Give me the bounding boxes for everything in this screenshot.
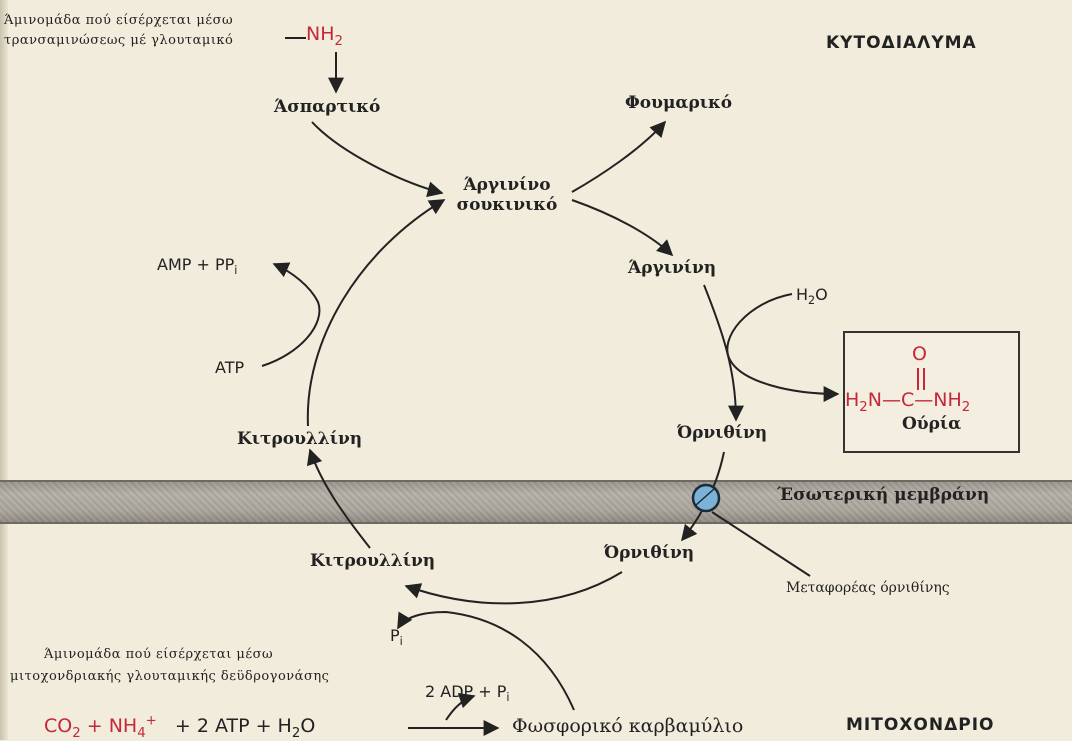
urea-name: Ούρία xyxy=(902,414,962,434)
amino-group-mito-line1: Άμινομάδα πού είσέρχεται μέσω xyxy=(44,647,274,662)
atp-to-amp-arrow xyxy=(261,262,321,367)
urea-box xyxy=(843,331,1020,453)
citrulline-export-arrow xyxy=(306,448,371,549)
arginine-to-ornithine-arrow xyxy=(703,284,744,422)
atp-water-label: + 2 ATP + H2O xyxy=(174,715,316,741)
argininosuccinate-to-fumarate-arrow xyxy=(571,120,667,193)
pi-label: Pi xyxy=(390,626,403,649)
urea-formula: H2N—C—NH2 xyxy=(845,389,971,415)
argininosuccinate-label: Άργινίνο σουκινικό xyxy=(446,175,568,215)
argininosuccinate-line2: σουκινικό xyxy=(456,194,558,215)
nh4-label: + NH4+ xyxy=(80,714,157,741)
ornithine-transporter-icon xyxy=(691,483,721,513)
amino-group-mito-line2: μιτοχονδριακής γλουταμικής δεϋδρογονάσης xyxy=(10,669,330,684)
ornithine-mito-label: Όρνιθίνη xyxy=(604,543,695,563)
cytosol-label: ΚΥΤΟΔΙΑΛΥΜΑ xyxy=(826,33,977,53)
citrulline-mito-label: Κιτρουλλίνη xyxy=(310,551,436,571)
inner-membrane-band xyxy=(0,480,1072,524)
urea-oxygen: O xyxy=(912,343,927,365)
transporter-pointer xyxy=(711,511,811,577)
page-edge-shadow xyxy=(0,0,8,740)
arginine-label: Άργινίνη xyxy=(628,258,717,278)
aspartate-to-argininosuccinate-arrow xyxy=(311,121,444,198)
water-to-urea-arrow xyxy=(726,293,840,402)
amino-group-cytosol-line1: Άμινομάδα πού είσέρχεται μέσω xyxy=(4,13,234,28)
argininosuccinate-line1: Άργινίνο xyxy=(463,175,551,195)
aspartate-label: Άσπαρτικό xyxy=(274,97,381,117)
ornithine-to-citrulline-mito-arrow xyxy=(404,571,623,605)
amino-group-nh2: NH2 xyxy=(306,23,343,49)
citrulline-to-argininosuccinate-arrow xyxy=(306,199,446,427)
substrates-equation: CO2 + NH4+ + 2 ATP + H2O xyxy=(44,714,315,741)
inner-membrane-label: Έσωτερική μεμβράνη xyxy=(777,485,990,505)
amino-group-cytosol-line2: τρανσαμινώσεως μέ γλουταμικό xyxy=(4,33,234,48)
carbamoyl-phosphate-label: Φωσφορικό καρβαμύλιο xyxy=(512,715,744,737)
carbamoyl-to-pi-arrow xyxy=(397,610,575,711)
water-label: H2O xyxy=(796,285,828,308)
mitochondrion-label: ΜΙΤΟΧΟΝΔΡΙΟ xyxy=(846,715,995,735)
adp-pi-label: 2 ADP + Pi xyxy=(425,682,510,705)
atp-label: ATP xyxy=(215,358,245,377)
transporter-hatch xyxy=(695,488,715,506)
ornithine-cytosol-label: Όρνιθίνη xyxy=(677,423,768,443)
co2-label: CO2 xyxy=(44,715,81,741)
fumarate-label: Φουμαρικό xyxy=(625,93,733,113)
transporter-label: Μεταφορέας όρνιθίνης xyxy=(786,580,950,596)
adp-release-arrow xyxy=(445,692,476,721)
argininosuccinate-to-arginine-arrow xyxy=(571,199,674,257)
amp-ppi-label: AMP + PPi xyxy=(157,255,238,278)
citrulline-cytosol-label: Κιτρουλλίνη xyxy=(237,429,363,449)
